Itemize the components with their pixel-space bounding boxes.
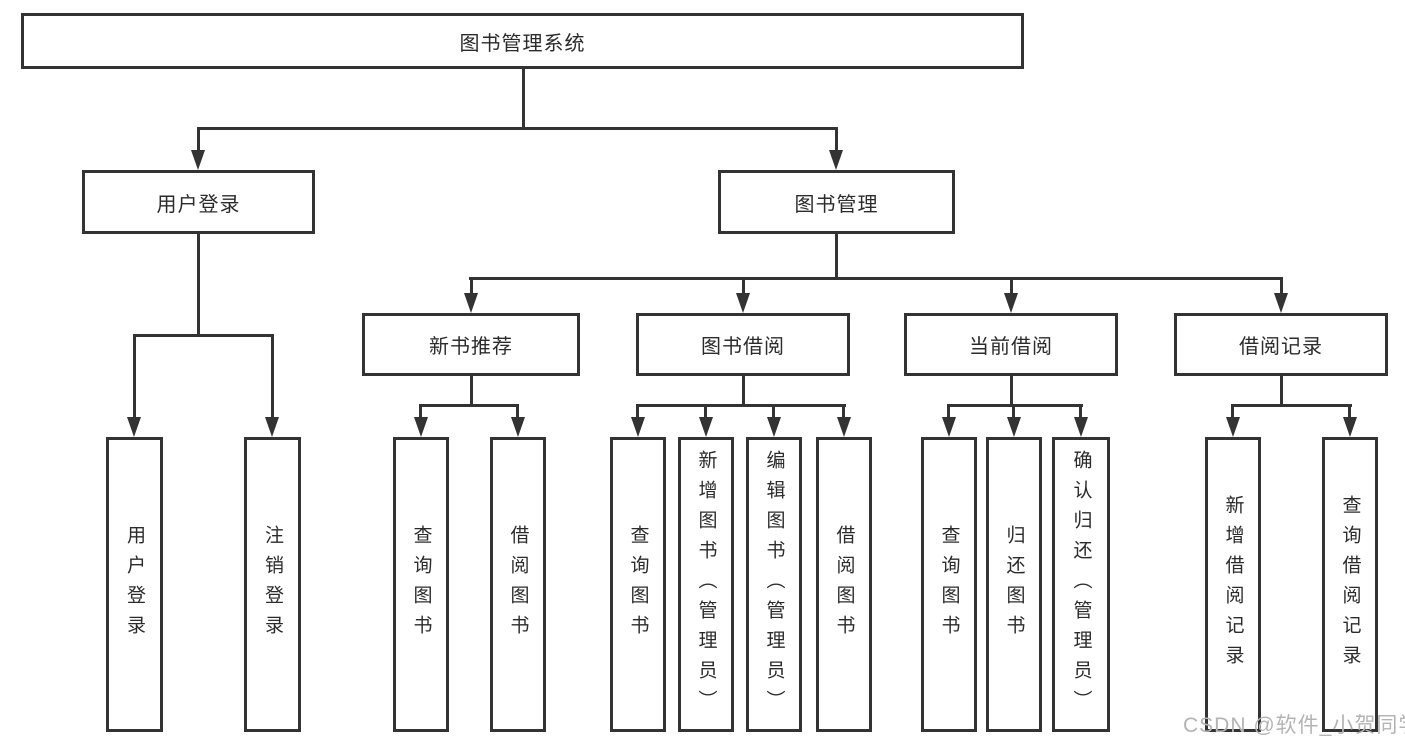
node-new-book-recommend: 新书推荐 xyxy=(362,313,580,376)
connector-group-e-bar xyxy=(1231,404,1352,407)
arrow-down-icon xyxy=(767,417,781,437)
node-label: 当前借阅 xyxy=(969,336,1053,358)
connector-level2-bar xyxy=(197,127,838,130)
node-label: 图书借阅 xyxy=(701,336,785,358)
node-label: 归还图书 xyxy=(1003,524,1025,645)
node-label: 新增图书（管理员） xyxy=(695,449,717,720)
node-user-login: 用户登录 xyxy=(82,170,315,234)
connector-stub xyxy=(835,130,838,152)
connector-stub xyxy=(842,407,845,419)
connector-stub xyxy=(419,407,422,419)
arrow-down-icon xyxy=(1343,417,1357,437)
leaf-confirm-return-admin: 确认归还（管理员） xyxy=(1052,437,1110,732)
leaf-borrow-books: 借阅图书 xyxy=(816,437,872,732)
node-book-borrowing: 图书借阅 xyxy=(636,313,850,376)
node-label: 新书推荐 xyxy=(429,336,513,358)
connector-stub xyxy=(772,407,775,419)
connector-root-stem xyxy=(522,69,525,130)
connector-stub xyxy=(271,337,274,419)
arrow-down-icon xyxy=(1074,417,1088,437)
node-current-borrowing: 当前借阅 xyxy=(904,313,1118,376)
connector-group-a-bar xyxy=(133,334,274,337)
leaf-edit-book-admin: 编辑图书（管理员） xyxy=(746,437,802,732)
arrow-down-icon xyxy=(699,417,713,437)
connector-stub xyxy=(1012,407,1015,419)
arrow-down-icon xyxy=(829,150,843,170)
connector-borrowing-records-stem xyxy=(1280,376,1283,407)
connector-stub xyxy=(742,280,745,295)
csdn-watermark: CSDN @软件_小贺同学 xyxy=(1183,714,1405,737)
arrow-down-icon xyxy=(1226,417,1240,437)
connector-book-borrowing-stem xyxy=(742,376,745,407)
arrow-down-icon xyxy=(265,417,279,437)
connector-stub xyxy=(516,407,519,419)
leaf-user-login: 用户登录 xyxy=(106,437,163,732)
connector-stub xyxy=(133,337,136,419)
node-label: 借阅图书 xyxy=(833,524,855,645)
node-label: 图书管理 xyxy=(794,193,879,216)
node-label: 查询借阅记录 xyxy=(1339,494,1361,675)
arrow-down-icon xyxy=(631,417,645,437)
arrow-down-icon xyxy=(837,417,851,437)
node-label: 查询图书 xyxy=(410,524,432,645)
node-label: 借阅图书 xyxy=(507,524,529,645)
node-label: 注销登录 xyxy=(262,524,283,645)
connector-stub xyxy=(470,280,473,295)
node-label: 用户登录 xyxy=(156,193,241,216)
node-library-management-system: 图书管理系统 xyxy=(21,13,1024,69)
node-label: 编辑图书（管理员） xyxy=(763,449,785,720)
node-borrowing-records: 借阅记录 xyxy=(1174,313,1388,376)
node-label: 新增借阅记录 xyxy=(1222,494,1244,675)
node-label: 借阅记录 xyxy=(1239,336,1323,358)
connector-book-management-stem xyxy=(835,234,838,280)
leaf-query-books: 查询图书 xyxy=(610,437,666,732)
leaf-add-book-admin: 新增图书（管理员） xyxy=(678,437,734,732)
connector-stub xyxy=(1079,407,1082,419)
node-label: 图书管理系统 xyxy=(459,32,586,55)
node-label: 查询图书 xyxy=(938,524,960,645)
arrow-down-icon xyxy=(127,417,141,437)
node-book-management: 图书管理 xyxy=(718,170,955,234)
connector-current-borrowing-stem xyxy=(1010,376,1013,407)
leaf-return-books: 归还图书 xyxy=(986,437,1042,732)
arrow-down-icon xyxy=(1004,293,1018,313)
arrow-down-icon xyxy=(1274,293,1288,313)
connector-stub xyxy=(197,130,200,152)
connector-stub xyxy=(1231,407,1234,419)
arrow-down-icon xyxy=(1007,417,1021,437)
connector-stub xyxy=(1010,280,1013,295)
leaf-query-books: 查询图书 xyxy=(393,437,449,732)
connector-new-book-stem xyxy=(470,376,473,407)
connector-level3-bar xyxy=(469,277,1283,280)
leaf-logout: 注销登录 xyxy=(244,437,301,732)
leaf-query-books: 查询图书 xyxy=(921,437,977,732)
connector-group-d-bar xyxy=(947,404,1083,407)
connector-stub xyxy=(947,407,950,419)
arrow-down-icon xyxy=(414,417,428,437)
leaf-borrow-books: 借阅图书 xyxy=(490,437,546,732)
leaf-query-borrow-record: 查询借阅记录 xyxy=(1322,437,1378,732)
leaf-add-borrow-record: 新增借阅记录 xyxy=(1205,437,1261,732)
connector-group-c-bar xyxy=(636,404,846,407)
arrow-down-icon xyxy=(464,293,478,313)
arrow-down-icon xyxy=(942,417,956,437)
connector-stub xyxy=(636,407,639,419)
arrow-down-icon xyxy=(511,417,525,437)
node-label: 确认归还（管理员） xyxy=(1070,449,1092,720)
node-label: 查询图书 xyxy=(627,524,649,645)
connector-stub xyxy=(1280,280,1283,295)
connector-group-b-bar xyxy=(419,404,519,407)
arrow-down-icon xyxy=(736,293,750,313)
arrow-down-icon xyxy=(191,150,205,170)
connector-stub xyxy=(1348,407,1351,419)
node-label: 用户登录 xyxy=(124,524,145,645)
connector-stub xyxy=(704,407,707,419)
connector-user-login-stem xyxy=(197,233,200,337)
